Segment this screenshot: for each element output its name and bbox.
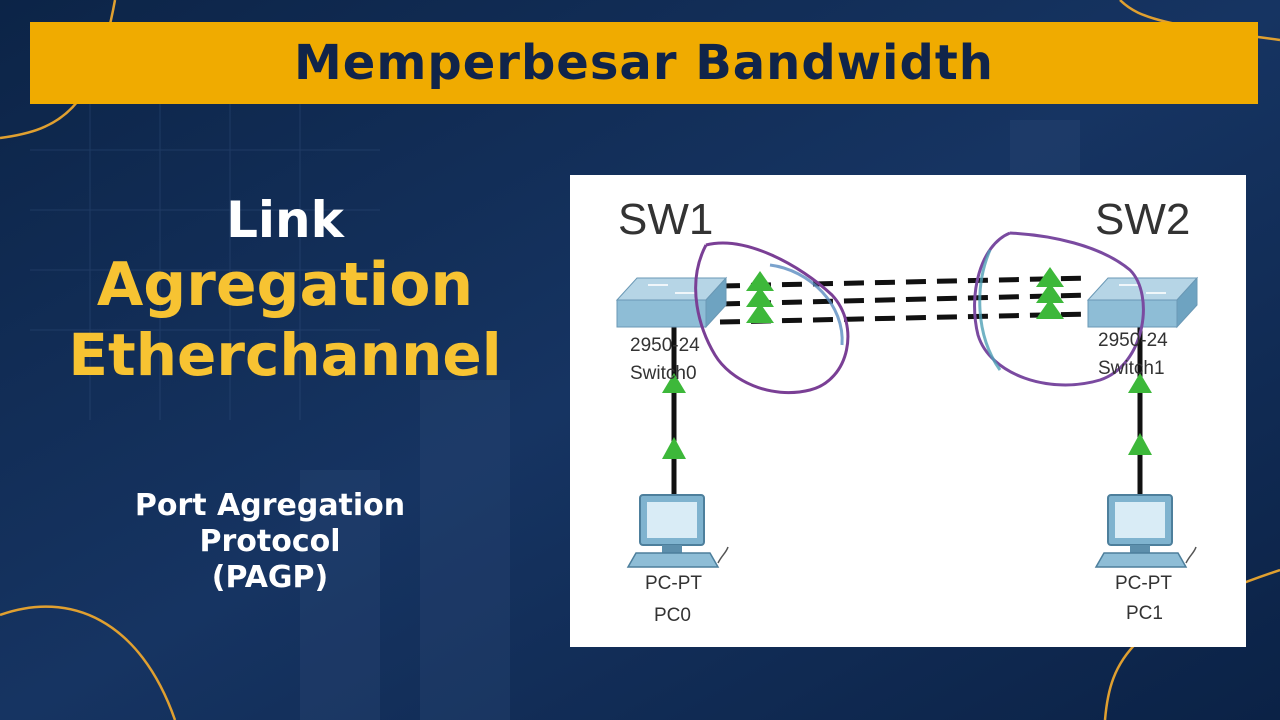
protocol-subtitle: Port Agregation Protocol (PAGP) [70,488,470,596]
sw2-label: Switch1 [1098,358,1165,379]
highlight-circle-sw2-ports-overlay [978,249,1002,371]
subtitle-line-1: Port Agregation [134,488,406,523]
topic-line-link: Link [226,191,344,249]
subtitle-line-3: (PAGP) [211,560,329,595]
network-topology-diagram: SW1 SW2 2950-24 Switch0 2950-24 Switch1 … [570,175,1246,647]
pc1-computer-icon [1094,494,1197,568]
decor-curve-bottom-left [0,605,177,720]
highlight-circle-sw1-ports-overlay [769,263,844,346]
title-banner: Memperbesar Bandwidth [30,22,1258,104]
pc0-model: PC-PT [645,573,702,594]
topic-line-agregation: Agregation [96,250,474,320]
sw2-model: 2950-24 [1098,330,1168,351]
sw1-name: SW1 [618,195,714,244]
switch-sw2-icon [1086,276,1199,329]
switch-sw1-icon [615,276,728,329]
pc1-label: PC1 [1126,603,1163,624]
pc1-model: PC-PT [1115,573,1172,594]
etherchannel-links [719,275,1091,325]
subtitle-line-2: Protocol [199,524,341,559]
highlight-circle-sw1-ports [694,241,850,395]
banner-title: Memperbesar Bandwidth [294,35,994,91]
sw1-model: 2950-24 [630,335,700,356]
pc0-label: PC0 [654,605,691,626]
pc0-computer-icon [626,494,729,568]
sw1-label: Switch0 [630,363,697,384]
link-up-indicators [662,267,1152,459]
topic-line-etherchannel: Etherchannel [68,321,502,389]
topic-title: Link Agregation Etherchannel [20,190,550,390]
sw2-name: SW2 [1095,195,1191,244]
highlight-circle-sw2-ports [973,231,1145,387]
